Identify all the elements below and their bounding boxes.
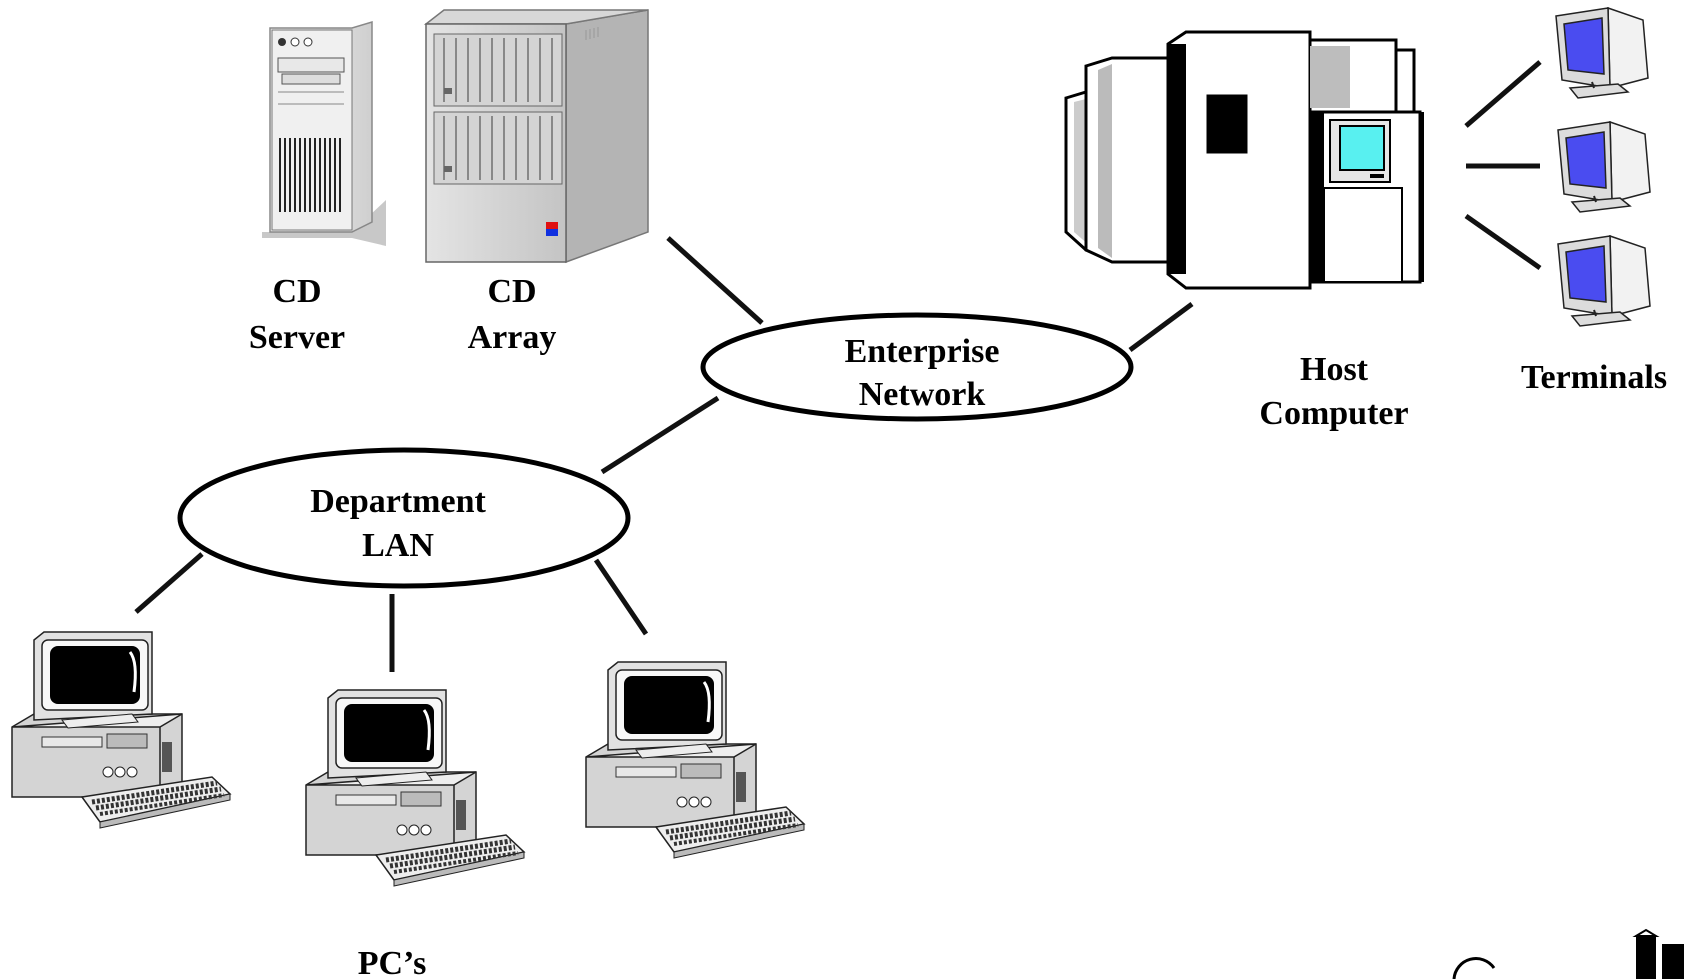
connection-lines [134, 60, 1542, 672]
department-lan-label-line2: LAN [362, 527, 434, 564]
department-lan-node: Department LAN [177, 447, 631, 589]
cd-array-label-line1: CD [487, 273, 536, 310]
link-array-enterprise [666, 236, 764, 325]
enterprise-network-label-line1: Enterprise [845, 333, 1000, 370]
terminal-icon [1557, 235, 1651, 327]
corner-logo-icon [1452, 928, 1684, 979]
pc-icon [12, 632, 230, 828]
enterprise-network-label-line2: Network [859, 376, 986, 413]
link-host-enterprise [1128, 301, 1194, 353]
pcs-label: PC’s [358, 945, 427, 979]
terminal-icon [1557, 121, 1651, 213]
host-computer-label-line2: Computer [1259, 395, 1408, 432]
cd-array-label-line2: Array [468, 319, 557, 356]
enterprise-network-node: Enterprise Network [700, 312, 1134, 422]
link-host-terminal1 [1464, 60, 1542, 128]
cd-server-label-line2: Server [249, 319, 345, 356]
pc-icon [586, 662, 804, 858]
pc-icon [306, 690, 524, 886]
cd-server-label-line1: CD [272, 273, 321, 310]
link-enterprise-lan [600, 395, 720, 475]
host-computer-icon [1064, 30, 1424, 290]
cd-array-icon [423, 9, 649, 264]
terminal-icon [1555, 7, 1649, 99]
host-computer-label-line1: Host [1300, 351, 1369, 388]
department-lan-label-line1: Department [310, 483, 486, 520]
link-host-terminal3 [1464, 213, 1542, 271]
link-lan-pc3 [593, 558, 649, 636]
terminals-label: Terminals [1521, 359, 1667, 396]
cd-server-icon [262, 20, 386, 246]
link-lan-pc1 [134, 552, 204, 614]
